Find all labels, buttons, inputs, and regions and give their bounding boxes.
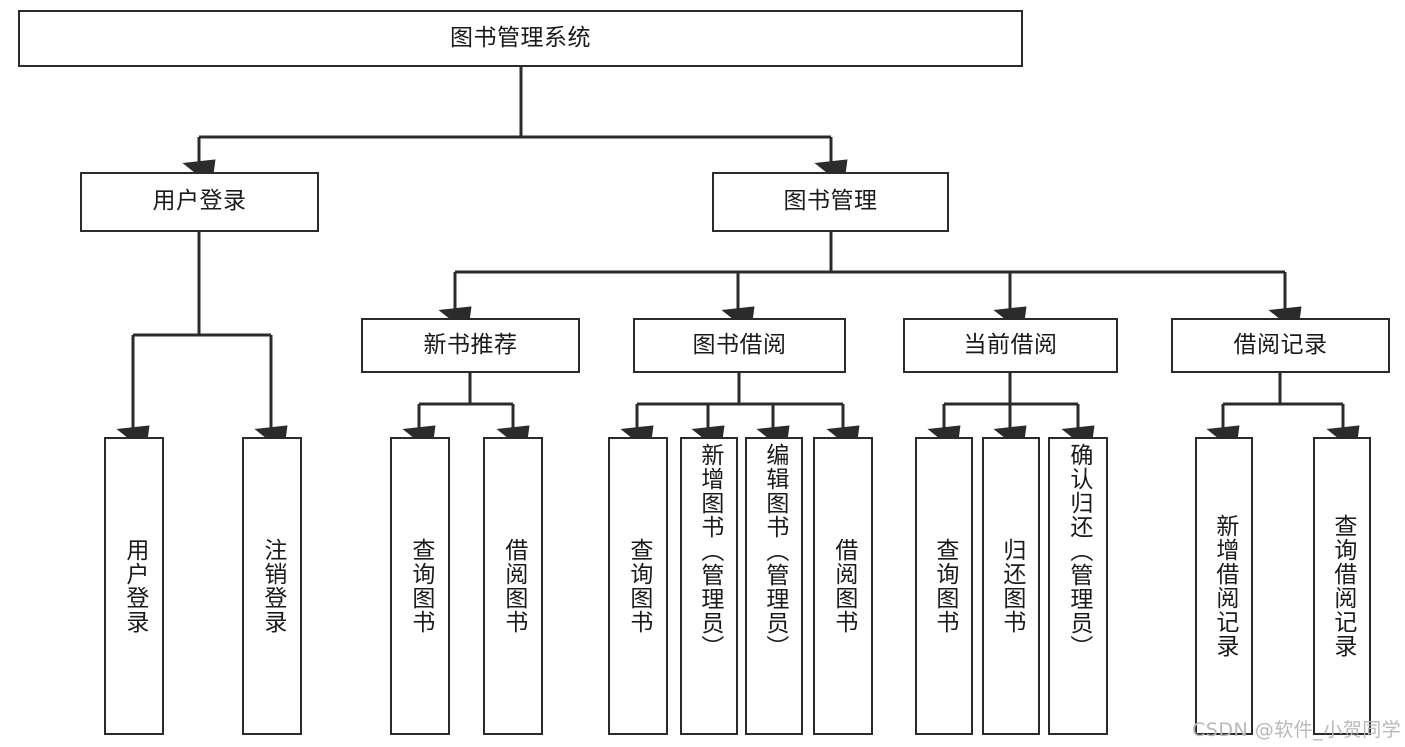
leaf-current-borrow-confirm-return[interactable]: 确认归还（管理员） bbox=[1048, 437, 1108, 735]
node-current-borrow[interactable]: 当前借阅 bbox=[903, 318, 1118, 373]
leaf-borrow-record-query[interactable]: 查询借阅记录 bbox=[1313, 437, 1371, 735]
csdn-watermark: CSDN @软件_小贺同学 bbox=[1192, 719, 1402, 741]
leaf-current-borrow-query[interactable]: 查询图书 bbox=[915, 437, 973, 735]
leaf-book-borrow-edit[interactable]: 编辑图书（管理员） bbox=[745, 437, 803, 735]
node-book-borrow[interactable]: 图书借阅 bbox=[633, 318, 846, 373]
leaf-book-borrow-borrow[interactable]: 借阅图书 bbox=[813, 437, 873, 735]
node-user-login[interactable]: 用户登录 bbox=[80, 172, 319, 232]
leaf-borrow-record-add[interactable]: 新增借阅记录 bbox=[1195, 437, 1253, 735]
node-book-management[interactable]: 图书管理 bbox=[712, 172, 949, 232]
leaf-new-book-query[interactable]: 查询图书 bbox=[390, 437, 450, 735]
leaf-book-borrow-add[interactable]: 新增图书（管理员） bbox=[680, 437, 738, 735]
leaf-current-borrow-return[interactable]: 归还图书 bbox=[982, 437, 1040, 735]
leaf-new-book-borrow[interactable]: 借阅图书 bbox=[483, 437, 543, 735]
node-new-book-recommend[interactable]: 新书推荐 bbox=[361, 318, 580, 373]
leaf-user-login-login[interactable]: 用户登录 bbox=[104, 437, 164, 735]
leaf-book-borrow-query[interactable]: 查询图书 bbox=[608, 437, 668, 735]
leaf-user-login-logout[interactable]: 注销登录 bbox=[242, 437, 302, 735]
node-root-system[interactable]: 图书管理系统 bbox=[18, 10, 1023, 67]
node-borrow-record[interactable]: 借阅记录 bbox=[1171, 318, 1390, 373]
